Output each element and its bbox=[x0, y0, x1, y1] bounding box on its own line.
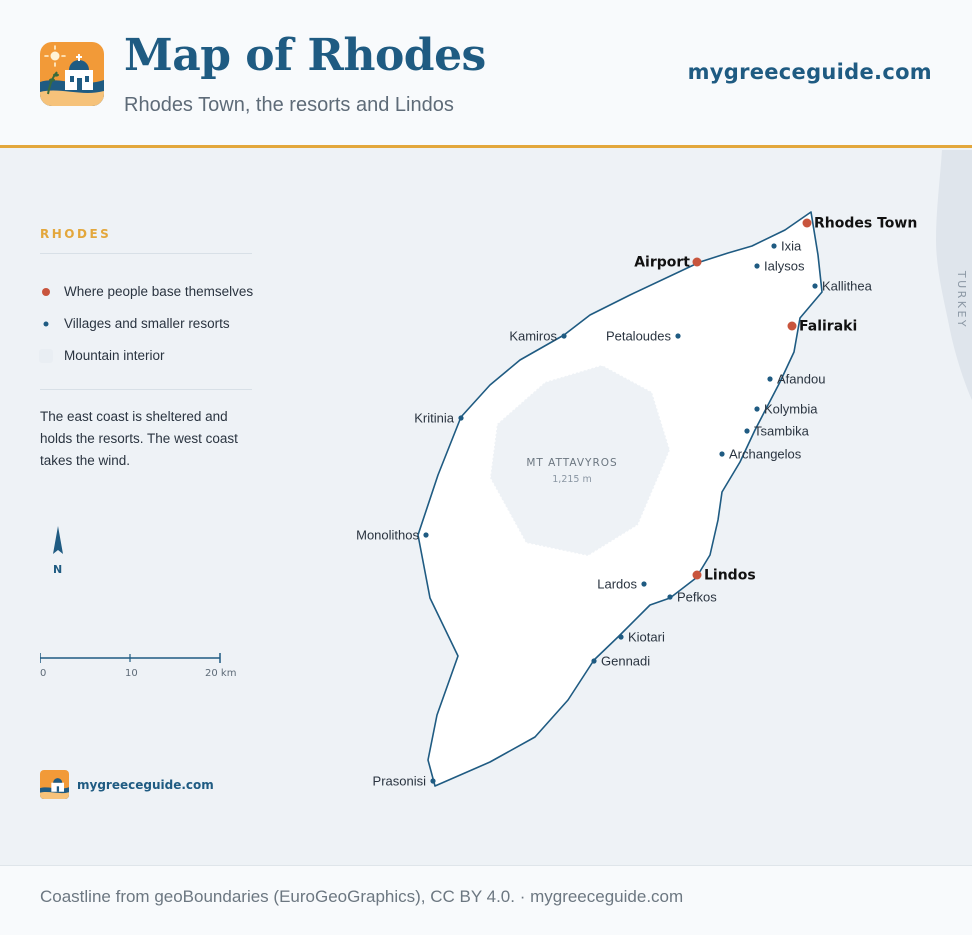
mountain-name: MT ATTAVYROS bbox=[526, 457, 617, 469]
place-pefkos: Pefkos bbox=[667, 590, 717, 605]
place-kolymbia: Kolymbia bbox=[754, 402, 818, 417]
place-label: Lardos bbox=[597, 577, 637, 592]
major-place-dot bbox=[692, 570, 702, 580]
minor-place-dot bbox=[430, 778, 436, 784]
major-dot-icon bbox=[42, 288, 50, 296]
small-logo[interactable] bbox=[40, 770, 69, 799]
legend-label: Where people base themselves bbox=[64, 284, 254, 299]
place-archangelos: Archangelos bbox=[719, 447, 802, 462]
divider bbox=[40, 253, 252, 254]
neighbor-label: TURKEY bbox=[955, 270, 968, 329]
place-monolithos: Monolithos bbox=[356, 528, 429, 543]
minor-place-dot bbox=[591, 658, 597, 664]
footer-brand-link[interactable]: mygreeceguide.com bbox=[77, 778, 214, 792]
minor-place-dot bbox=[719, 451, 725, 457]
place-label: Pefkos bbox=[677, 590, 717, 605]
place-label: Archangelos bbox=[729, 447, 802, 462]
place-prasonisi: Prasonisi bbox=[373, 774, 436, 789]
place-petaloudes: Petaloudes bbox=[606, 329, 681, 344]
page-title: Map of Rhodes bbox=[124, 30, 486, 81]
scale-tick-label: 20 km bbox=[205, 668, 237, 679]
minor-place-dot bbox=[458, 415, 464, 421]
divider bbox=[40, 389, 252, 390]
place-label: Kiotari bbox=[628, 630, 665, 645]
place-kallithea: Kallithea bbox=[812, 279, 873, 294]
legend-panel: RHODES Where people base themselves Vill… bbox=[39, 150, 254, 865]
place-label: Kritinia bbox=[414, 411, 455, 426]
place-label: Prasonisi bbox=[373, 774, 427, 789]
place-label: Ixia bbox=[781, 239, 802, 254]
minor-place-dot bbox=[771, 243, 777, 249]
major-place-dot bbox=[692, 257, 702, 267]
major-place-dot bbox=[802, 218, 812, 228]
place-label: Gennadi bbox=[601, 654, 650, 669]
region-heading: RHODES bbox=[40, 227, 112, 241]
legend-label: Villages and smaller resorts bbox=[64, 316, 230, 331]
mountain-interior bbox=[489, 364, 671, 557]
major-place-dot bbox=[787, 321, 797, 331]
place-gennadi: Gennadi bbox=[591, 654, 650, 669]
place-label: Lindos bbox=[704, 568, 756, 584]
place-label: Ialysos bbox=[764, 259, 805, 274]
minor-place-dot bbox=[667, 594, 673, 600]
mountain-swatch-icon bbox=[39, 349, 53, 363]
legend-label: Mountain interior bbox=[64, 348, 165, 363]
place-ialysos: Ialysos bbox=[754, 259, 805, 274]
site-logo[interactable] bbox=[40, 42, 104, 106]
minor-place-dot bbox=[767, 376, 773, 382]
coast-note: The east coast is sheltered and holds th… bbox=[40, 409, 238, 468]
legend-item-minor: Villages and smaller resorts bbox=[40, 314, 252, 334]
place-kamiros: Kamiros bbox=[509, 329, 567, 344]
place-ixia: Ixia bbox=[771, 239, 802, 254]
place-label: Kolymbia bbox=[764, 402, 818, 417]
minor-dot-icon bbox=[43, 321, 49, 327]
north-arrow-icon bbox=[53, 526, 63, 554]
scale-bar: 0 10 20 km bbox=[39, 650, 236, 680]
minor-place-dot bbox=[641, 581, 647, 587]
minor-place-dot bbox=[675, 333, 681, 339]
header: Map of Rhodes Rhodes Town, the resorts a… bbox=[0, 0, 972, 148]
place-lindos: Lindos bbox=[692, 568, 756, 584]
minor-place-dot bbox=[754, 263, 760, 269]
place-label: Airport bbox=[634, 255, 690, 271]
place-tsambika: Tsambika bbox=[744, 424, 810, 439]
place-label: Rhodes Town bbox=[814, 216, 917, 232]
place-kritinia: Kritinia bbox=[414, 411, 464, 426]
north-label: N bbox=[53, 563, 63, 576]
place-afandou: Afandou bbox=[767, 372, 825, 387]
place-label: Kamiros bbox=[509, 329, 557, 344]
mountain-elevation: 1,215 m bbox=[552, 474, 591, 485]
minor-place-dot bbox=[618, 634, 624, 640]
legend-item-mountain: Mountain interior bbox=[39, 346, 252, 366]
attribution: Coastline from geoBoundaries (EuroGeoGra… bbox=[40, 887, 684, 906]
minor-place-dot bbox=[754, 406, 760, 412]
page-subtitle: Rhodes Town, the resorts and Lindos bbox=[124, 94, 454, 116]
minor-place-dot bbox=[561, 333, 567, 339]
brand-link[interactable]: mygreeceguide.com bbox=[687, 60, 932, 84]
place-label: Faliraki bbox=[799, 319, 857, 335]
place-lardos: Lardos bbox=[597, 577, 647, 592]
place-label: Monolithos bbox=[356, 528, 419, 543]
minor-place-dot bbox=[423, 532, 429, 538]
minor-place-dot bbox=[744, 428, 750, 434]
footer: Coastline from geoBoundaries (EuroGeoGra… bbox=[0, 865, 972, 935]
place-rhodes-town: Rhodes Town bbox=[802, 216, 917, 232]
place-label: Afandou bbox=[777, 372, 825, 387]
minor-place-dot bbox=[812, 283, 818, 289]
scale-tick-label: 10 bbox=[125, 668, 138, 679]
place-label: Tsambika bbox=[754, 424, 810, 439]
place-airport: Airport bbox=[634, 255, 702, 271]
place-label: Kallithea bbox=[822, 279, 873, 294]
scale-tick-label: 0 bbox=[40, 668, 47, 679]
place-kiotari: Kiotari bbox=[618, 630, 665, 645]
place-faliraki: Faliraki bbox=[787, 319, 857, 335]
turkey-coast bbox=[936, 150, 972, 400]
place-label: Petaloudes bbox=[606, 329, 672, 344]
scale-bar-icon bbox=[39, 653, 221, 663]
legend-item-major: Where people base themselves bbox=[40, 282, 254, 302]
